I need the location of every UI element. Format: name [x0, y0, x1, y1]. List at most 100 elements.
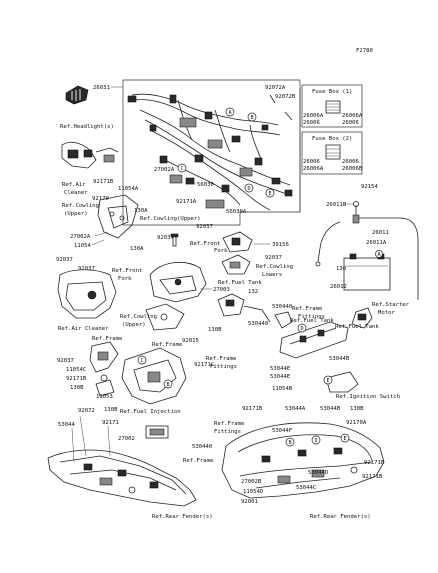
- circle-callout-b: B: [247, 112, 257, 122]
- label-92171b-d: 92171B: [364, 460, 385, 466]
- main-frame-part: B D E: [221, 422, 385, 499]
- label-27003: 27003: [213, 287, 230, 293]
- rear-wiring-frame-part: [47, 415, 197, 507]
- label-53044e-b: 53044E: [270, 374, 291, 380]
- label-92037-e: 92037: [78, 266, 95, 272]
- ref-frame-fittings3-b: Fittings: [214, 429, 241, 435]
- ref-cowling3: Ref.Cowling: [120, 314, 157, 320]
- label-130b-d: 130B: [350, 406, 364, 412]
- label-27002a-b: 27002A: [70, 234, 91, 240]
- ref-frame1: Ref.Frame: [92, 336, 123, 342]
- ref-frame-fittings3: Ref.Frame: [214, 421, 245, 427]
- label-53044e: 53044E: [270, 366, 291, 372]
- ecu-cover-part: C B: [121, 347, 187, 405]
- label-530440-a: 530440: [272, 304, 292, 310]
- svg-text:A: A: [228, 110, 232, 116]
- label-92072a: 92072A: [265, 85, 286, 91]
- circle-callout-e: E: [265, 188, 275, 198]
- ref-frame-fittings2-b: Fittings: [210, 364, 237, 370]
- ref-fuel-tank: Ref.Fuel Tank: [218, 280, 262, 286]
- ref-frame-fittings: Ref.Frame: [292, 306, 323, 312]
- label-130-battery: 130: [336, 266, 346, 272]
- label-11053: 11053: [96, 394, 113, 400]
- ref-frame2: Ref.Frame: [152, 342, 183, 348]
- label-26011a: 26011A: [366, 240, 387, 246]
- label-26011b: 26011B: [326, 202, 347, 208]
- label-92154: 92154: [361, 184, 378, 190]
- battery-part: A: [343, 250, 391, 291]
- label-27002a: 27002A: [154, 167, 175, 173]
- ref-rear-fender1: Ref.Rear Fender(s): [152, 514, 213, 520]
- label-92037-c: 92037: [265, 255, 282, 261]
- label-92171: 92171: [102, 420, 119, 426]
- fuse-box-1: Fuse Box (1) 26006A 26006 26006A 26006: [301, 84, 363, 128]
- ref-air-cleaner-a: Ref.Air: [62, 182, 86, 188]
- label-53044f: 53044F: [272, 428, 293, 434]
- ref-air-cleaner2: Ref.Air Cleaner: [58, 326, 109, 332]
- ref-air-cleaner-b: Cleaner: [64, 190, 88, 196]
- cowling-bracket-part: [97, 194, 139, 239]
- cowling-bracket-small-part: [145, 303, 185, 331]
- fuse-box-2-right-2: 26006B: [342, 166, 363, 172]
- label-11054d: 11054D: [243, 489, 264, 495]
- ignition-bracket-part: E: [323, 371, 359, 393]
- air-cleaner-cover-part: [57, 269, 117, 319]
- ref-fuel-tank-label: Ref.Fuel Tank: [290, 318, 334, 324]
- ref-fuel-injection: Ref.Fuel Injection: [120, 409, 181, 415]
- label-39156: 39156: [272, 242, 289, 248]
- ref-cowling3-b: (Upper): [122, 322, 146, 328]
- label-11054b: 11054B: [272, 386, 293, 392]
- fuel-sensor-part: [217, 293, 271, 323]
- label-92170: 92170: [92, 196, 109, 202]
- horn-bracket-part: [222, 231, 253, 253]
- starter-relay-part: [351, 307, 373, 329]
- label-53044b-a: 53044B: [329, 356, 350, 362]
- label-11054c: 11054C: [66, 367, 86, 373]
- frame-fittings-bracket-part: D: [279, 321, 349, 359]
- label-53044c: 53044C: [296, 485, 316, 491]
- label-130b-c: 130B: [104, 407, 118, 413]
- bolt-92037-icon: [170, 233, 179, 247]
- label-56030a: 56030A: [226, 209, 247, 215]
- fuse-box-2-left-2: 26006A: [303, 166, 324, 172]
- ref-cowling-lowers: Ref.Cowling: [256, 264, 293, 270]
- label-26012: 26012: [330, 284, 347, 290]
- label-92037-f: 92037: [57, 358, 74, 364]
- svg-text:A: A: [377, 252, 381, 258]
- label-92037-a: 92037: [196, 224, 213, 230]
- ref-rear-fender2: Ref.Rear Fender(s): [310, 514, 371, 520]
- label-11054a: 11054A: [118, 186, 139, 192]
- ref-frame3: Ref.Frame: [183, 458, 214, 464]
- fuse-holder-part: [145, 425, 169, 439]
- ref-cowling-upper2: Ref.Cowling(Upper): [140, 216, 201, 222]
- ref-front-fork-b: Fork: [214, 248, 228, 254]
- label-92072: 92072: [78, 408, 95, 414]
- headlight-arrow-icon: [65, 85, 89, 105]
- label-92171b-e: 92171B: [362, 474, 383, 480]
- label-132: 132: [248, 289, 258, 295]
- svg-text:B: B: [166, 382, 169, 388]
- label-92171c: 92171C: [194, 362, 214, 368]
- svg-text:B: B: [288, 440, 291, 446]
- fuse-box-1-title: Fuse Box (1): [312, 89, 352, 95]
- label-530440-c: 530440: [192, 444, 212, 450]
- diagram-id: F2780: [356, 48, 373, 54]
- ref-starter-motor-b: Motor: [378, 310, 395, 316]
- svg-text:D: D: [314, 438, 317, 444]
- label-92037-d: 92037: [56, 257, 73, 263]
- ref-cowling-lowers-b: Lowers: [262, 272, 282, 278]
- svg-text:E: E: [268, 191, 271, 197]
- fuse-box-1-right-1: 26006A: [342, 113, 363, 119]
- svg-text:E: E: [343, 436, 346, 442]
- label-92037-b: 92037: [157, 235, 174, 241]
- label-53044a: 53044A: [285, 406, 306, 412]
- label-92171b-a: 92171B: [93, 179, 114, 185]
- fuse-box-1-left-2: 26006: [303, 120, 320, 126]
- svg-text:B: B: [250, 115, 253, 121]
- svg-text:C: C: [180, 166, 183, 172]
- ref-cowling-upper-b: (Upper): [64, 211, 88, 217]
- circle-callout-d: D: [244, 183, 254, 193]
- label-53044b-b: 53044B: [320, 406, 341, 412]
- svg-text:C: C: [140, 358, 143, 364]
